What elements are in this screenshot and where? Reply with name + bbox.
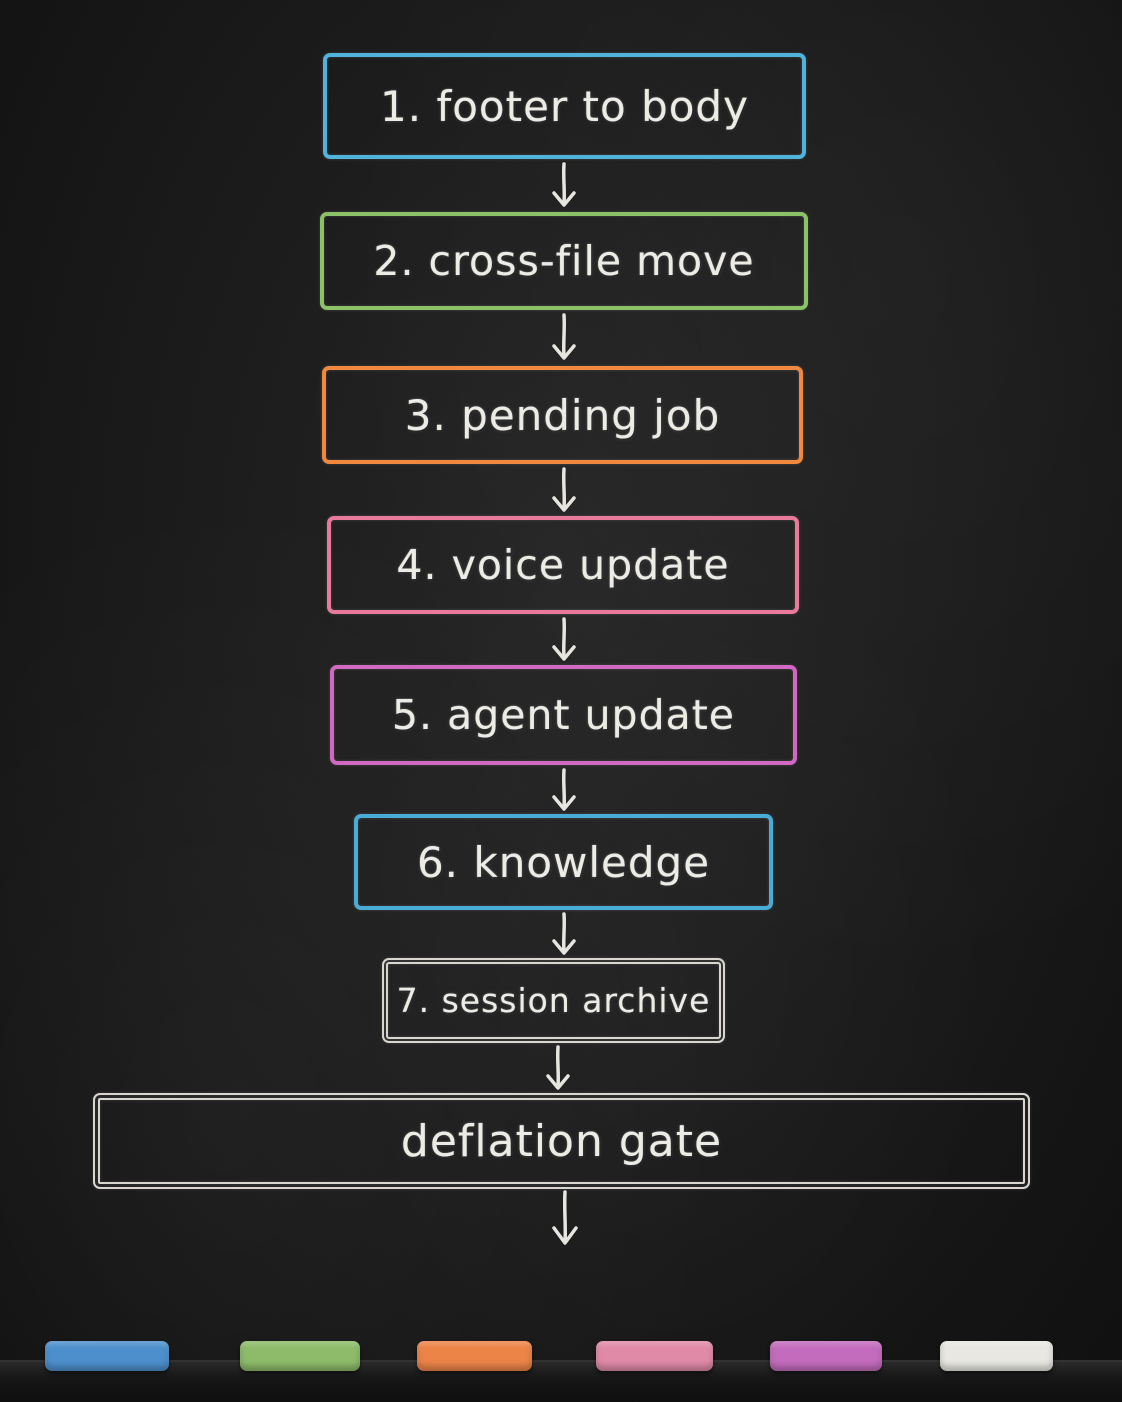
step-3-label: 3. pending job [404,390,721,440]
chalk-ledge [0,1360,1122,1402]
step-6-label: 6. knowledge [416,837,711,887]
deflation-gate-box: deflation gate [93,1093,1030,1189]
purple-chalk-stick [770,1341,882,1371]
step-2-label: 2. cross-file move [373,237,755,285]
step-7-box: 7. session archive [382,958,725,1043]
step-6-box: 6. knowledge [354,814,773,910]
down-arrow-icon [552,617,576,661]
step-3-box: 3. pending job [322,366,803,464]
down-arrow-icon [552,912,576,955]
step-1-box: 1. footer to body [323,53,806,159]
step-7-label: 7. session archive [396,981,711,1020]
down-arrow-icon [546,1045,570,1090]
pink-chalk-stick [596,1341,713,1371]
step-1-label: 1. footer to body [380,81,749,131]
step-5-label: 5. agent update [391,691,736,739]
down-arrow-icon [552,1190,578,1245]
step-4-label: 4. voice update [396,541,730,589]
orange-chalk-stick [417,1341,532,1371]
down-arrow-icon [552,313,576,360]
down-arrow-icon [552,467,576,512]
green-chalk-stick [240,1341,360,1371]
down-arrow-icon [552,162,576,207]
step-5-box: 5. agent update [330,665,797,765]
white-chalk-stick [940,1341,1053,1371]
blue-chalk-stick [45,1341,169,1371]
deflation-gate-label: deflation gate [400,1115,723,1167]
step-2-box: 2. cross-file move [320,212,808,310]
down-arrow-icon [552,768,576,811]
step-4-box: 4. voice update [327,516,799,614]
